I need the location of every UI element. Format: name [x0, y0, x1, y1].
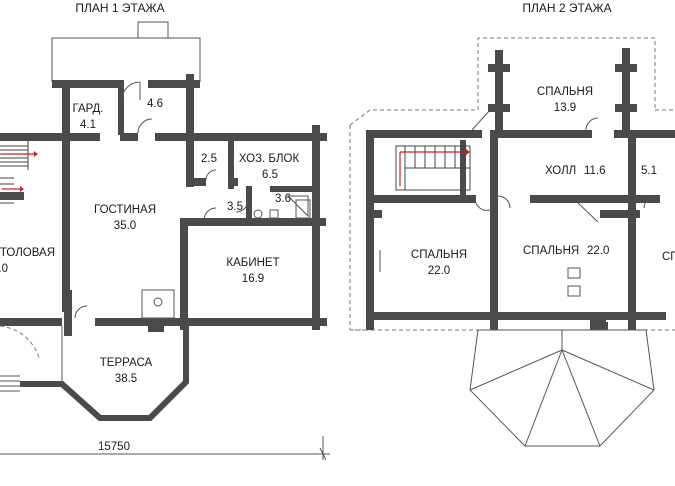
- floor2-plan: ПЛАН 2 ЭТАЖА: [349, 1, 675, 447]
- room-label-hall: ХОЛЛ: [545, 165, 576, 177]
- floor2-doors: [471, 109, 655, 330]
- room-area-terrace: 38.5: [115, 373, 137, 385]
- room-label-dining: СТОЛОВАЯ: [0, 247, 55, 259]
- room-label-cabinet: КАБИНЕТ: [226, 257, 279, 269]
- floor1-chimney: [137, 21, 169, 39]
- room-area-side: 5.1: [641, 165, 657, 177]
- floor1-plan: ПЛАН 1 ЭТАЖА: [0, 1, 330, 461]
- room-area-cabinet: 16.9: [242, 273, 264, 285]
- floor2-lower-roof: [469, 329, 655, 447]
- floor2-stairs: [395, 145, 471, 191]
- room-area-bedroom-mid: 22.0: [587, 245, 609, 257]
- floor1-room-labels: ГАРД. 4.1 4.6 2.5 ХОЗ. БЛОК 6.5 3.5 3.6 …: [0, 98, 299, 385]
- room-label-bedroom-left: СПАЛЬНЯ: [411, 249, 467, 261]
- floor2-title: ПЛАН 2 ЭТАЖА: [522, 1, 611, 15]
- floor1-stairs: [0, 140, 38, 204]
- room-label-bedroom-top: СПАЛЬНЯ: [537, 86, 593, 98]
- room-area-small: 3.5: [227, 201, 243, 213]
- floor1-dimension-line: 15750: [0, 436, 330, 461]
- floor1-porch-outline: [51, 37, 201, 82]
- room-area-dining: 2.0: [0, 263, 8, 275]
- room-area-hoz-blok: 6.5: [262, 169, 278, 181]
- room-area-bath1: 2.5: [201, 153, 217, 165]
- room-area-bedroom-top: 13.9: [554, 102, 576, 114]
- fireplace-icon: [141, 289, 175, 319]
- room-label-bedroom-right-partial: СП: [662, 251, 675, 263]
- room-label-terrace: ТЕРРАСА: [100, 357, 153, 369]
- floor2-walls: [366, 48, 675, 330]
- floor1-dimension-value: 15750: [98, 441, 130, 453]
- floor1-fixtures: [141, 195, 311, 332]
- room-area-living: 35.0: [114, 220, 136, 232]
- floor2-skylights: [379, 250, 581, 297]
- floor1-terrace: [0, 325, 189, 421]
- room-area-gard: 4.1: [80, 119, 96, 131]
- room-area-hall: 4.6: [147, 98, 163, 110]
- floor1-title: ПЛАН 1 ЭТАЖА: [75, 1, 164, 15]
- floor1-walls: [0, 74, 327, 336]
- room-area-bath2: 3.6: [275, 193, 291, 205]
- room-label-bedroom-mid: СПАЛЬНЯ: [523, 245, 579, 257]
- room-area-hall: 11.6: [584, 165, 606, 177]
- room-label-hoz-blok: ХОЗ. БЛОК: [239, 153, 300, 165]
- floor2-room-labels: СПАЛЬНЯ 13.9 ХОЛЛ 11.6 5.1 СПАЛЬНЯ 22.0 …: [411, 86, 675, 277]
- floor1-doors: [74, 81, 249, 319]
- room-area-bedroom-left: 22.0: [428, 265, 450, 277]
- room-label-living: ГОСТИНАЯ: [94, 204, 156, 216]
- room-label-gard: ГАРД.: [72, 103, 103, 115]
